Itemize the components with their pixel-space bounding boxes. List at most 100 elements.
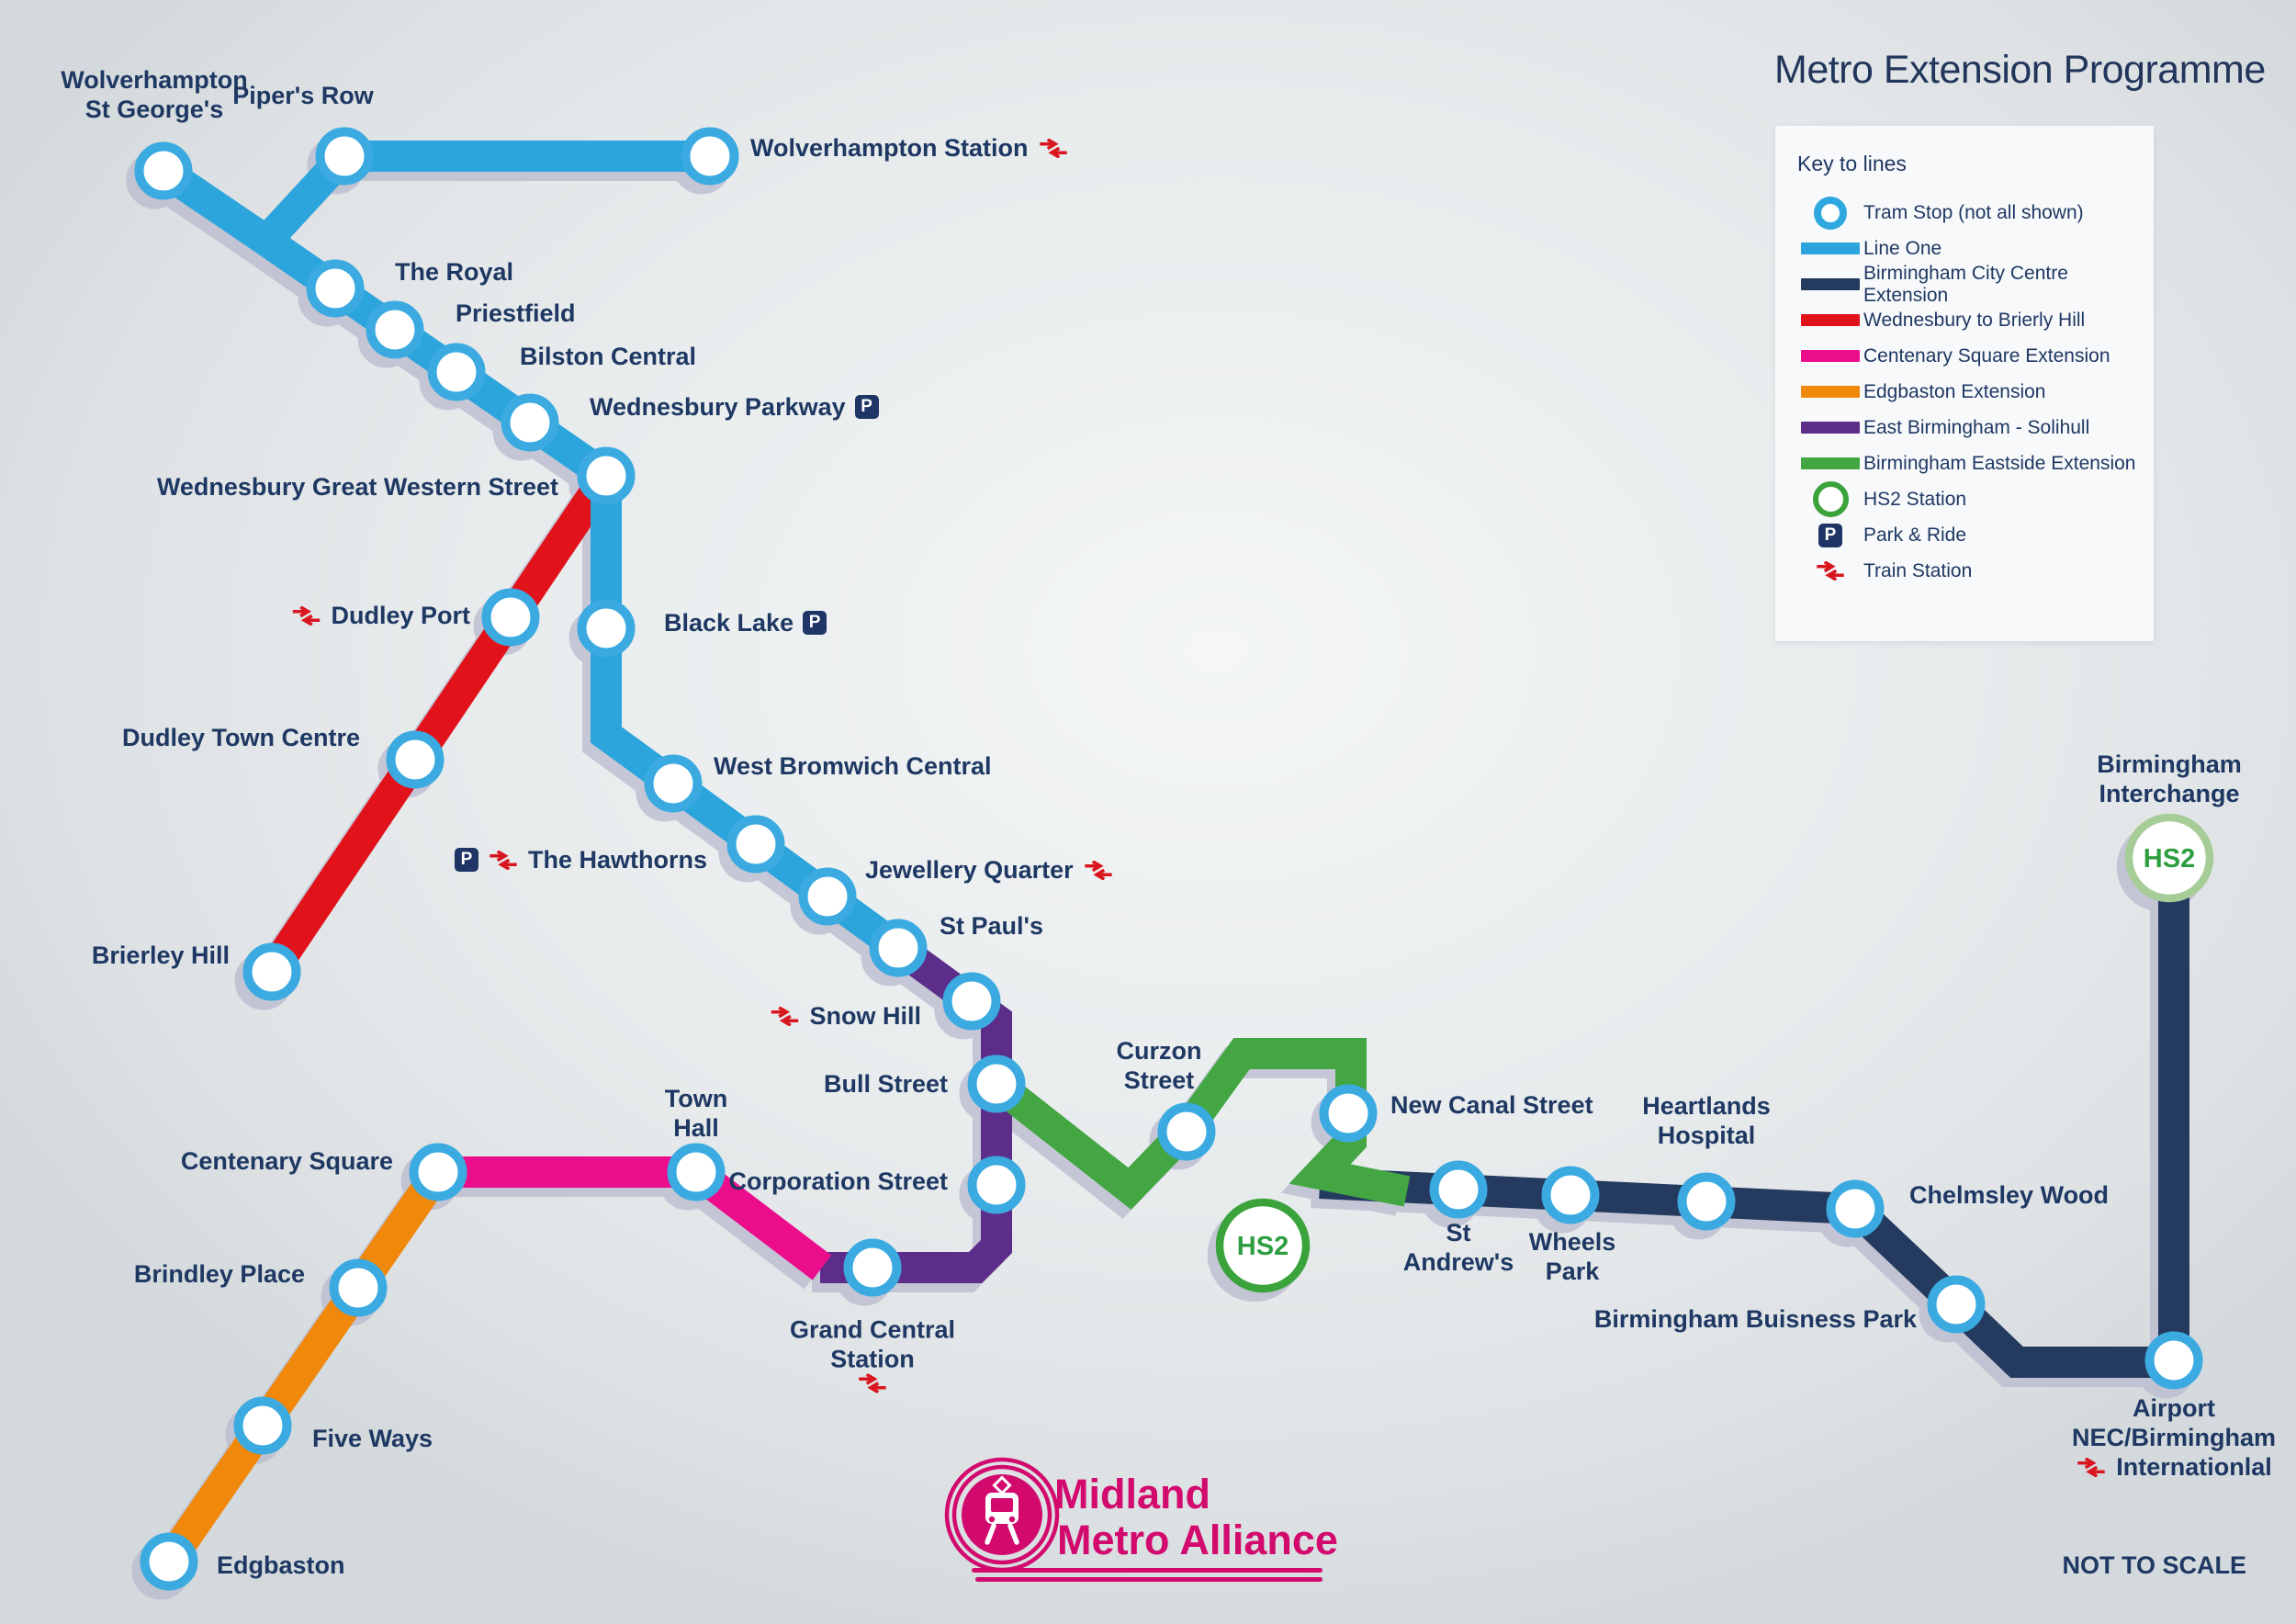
midland-metro-alliance-logo: Midland Metro Alliance [944, 1457, 1339, 1595]
legend-line-swatch [1801, 350, 1860, 362]
legend-swatch: P [1797, 523, 1863, 547]
logo-underline-1 [972, 1568, 1322, 1573]
legend-item-park-ride: P Park & Ride [1797, 517, 2137, 553]
birmingham-interchange-hs2-circle [2124, 813, 2214, 903]
tram-stop-icon [1814, 196, 1847, 230]
curzon-street-hs2-circle [1215, 1198, 1311, 1293]
legend-item-tram-stop-not-all-shown: Tram Stop (not all shown) [1797, 195, 2137, 231]
tram-in-circle-icon [944, 1457, 1060, 1573]
legend-line-swatch [1801, 314, 1860, 326]
tram-stop-chelmsley-wood [1826, 1179, 1885, 1238]
legend-line-swatch [1801, 386, 1860, 398]
birmingham-interchange-hs2-label: HS2 [2144, 844, 2195, 874]
tram-stop-dudley-town-centre [386, 730, 445, 789]
legend-item-hs2-station: HS2 Station [1797, 481, 2137, 517]
tram-stop-priestfield [366, 300, 424, 359]
tram-stop-birmingham-business-park [1927, 1275, 1986, 1334]
legend-line-swatch [1801, 242, 1860, 254]
legend-panel: Key to lines Tram Stop (not all shown) Li… [1775, 126, 2154, 641]
legend-swatch [1797, 196, 1863, 230]
tram-stop-wolverhampton-st-georges [134, 141, 193, 200]
tram-stop-west-bromwich-central [644, 754, 703, 813]
line-birmingham-city-centre-extension [1319, 861, 2189, 1378]
tram-stop-bull-street [967, 1054, 1026, 1113]
legend-item-label: Park & Ride [1863, 524, 1967, 546]
legend-item-label: Line One [1863, 237, 1942, 259]
tram-stop-edgbaston [140, 1532, 198, 1591]
tram-stop-st-pauls [869, 919, 928, 977]
tram-stop-five-ways [233, 1396, 292, 1455]
legend-item-label: Birmingham Eastside Extension [1863, 452, 2136, 474]
legend-item-label: Edgbaston Extension [1863, 380, 2046, 402]
park-and-ride-icon: P [1818, 523, 1842, 547]
tram-stop-airport [2144, 1331, 2203, 1390]
legend-item-wednesbury-to-brierly-hill: Wednesbury to Brierly Hill [1797, 302, 2137, 338]
train-station-icon [1817, 561, 1844, 581]
legend-item-birmingham-eastside-extension: Birmingham Eastside Extension [1797, 445, 2137, 481]
legend-swatch [1797, 561, 1863, 581]
line-edgbaston-extension [156, 1163, 451, 1571]
line-centenary-square-extension [438, 1156, 832, 1280]
legend-item-birmingham-city-centre-extension: Birmingham City Centre Extension [1797, 263, 2137, 306]
logo-underline-2 [975, 1577, 1322, 1582]
logo-text-line2: Metro Alliance [1057, 1517, 1338, 1563]
tram-stop-wolverhampton-station [681, 127, 739, 186]
legend-item-label: Centenary Square Extension [1863, 344, 2110, 367]
tram-stop-black-lake [577, 599, 636, 658]
legend-line-swatch [1801, 457, 1860, 469]
legend-line-swatch [1801, 422, 1860, 434]
legend-item-train-station: Train Station [1797, 553, 2137, 589]
tram-stop-brindley-place [329, 1258, 388, 1317]
tram-stop-corporation-street [967, 1156, 1026, 1214]
tram-stop-wednesbury-great-western-street [577, 446, 636, 505]
not-to-scale-note: NOT TO SCALE [2062, 1551, 2246, 1579]
legend-swatch [1797, 386, 1863, 398]
tram-stop-st-andrews [1429, 1160, 1488, 1219]
curzon-street-hs2-label: HS2 [1237, 1232, 1289, 1261]
legend-item-edgbaston-extension: Edgbaston Extension [1797, 374, 2137, 410]
legend-item-label: Tram Stop (not all shown) [1863, 201, 2084, 223]
tram-stop-heartlands-hospital [1677, 1172, 1736, 1231]
legend-item-label: Birmingham City Centre Extension [1863, 262, 2068, 306]
logo-text-line1: Midland [1054, 1471, 1210, 1517]
tram-stop-bilston-central [427, 343, 486, 401]
tram-stop-jewellery-quarter [798, 867, 857, 926]
tram-stop-pipers-row [315, 127, 374, 186]
line-wednesbury-to-brierly-hill [258, 467, 620, 981]
tram-stop-wednesbury-parkway [501, 393, 559, 452]
legend-item-line-one: Line One [1797, 231, 2137, 266]
legend-swatch [1797, 242, 1863, 254]
tram-stop-grand-central-station [843, 1238, 902, 1297]
hs2-station-icon [1812, 481, 1849, 517]
legend-swatch [1797, 481, 1863, 517]
legend-item-label: HS2 Station [1863, 488, 1967, 510]
legend-heading: Key to lines [1797, 152, 1907, 175]
tram-stop-the-royal [306, 259, 365, 318]
line-birmingham-eastside-extension [986, 1038, 1411, 1210]
tram-stop-new-canal-street [1319, 1084, 1378, 1143]
legend-swatch [1797, 457, 1863, 469]
page-title: Metro Extension Programme [1774, 48, 2266, 92]
legend-swatch [1797, 278, 1863, 290]
legend-item-centenary-square-extension: Centenary Square Extension [1797, 338, 2137, 374]
legend-item-label: East Birmingham - Solihull [1863, 416, 2090, 438]
tram-stops [134, 127, 2203, 1591]
legend-line-swatch [1801, 278, 1860, 290]
legend-item-label: Wednesbury to Brierly Hill [1863, 309, 2086, 331]
tram-stop-wheels-park [1541, 1166, 1600, 1224]
legend-item-east-birmingham-solihull: East Birmingham - Solihull [1797, 410, 2137, 445]
tram-stop-centenary-square [409, 1143, 467, 1201]
tram-stop-curzon-street [1157, 1102, 1216, 1161]
tram-stop-town-hall [667, 1143, 726, 1201]
tram-stop-dudley-port [481, 588, 540, 647]
legend-swatch [1797, 422, 1863, 434]
tram-stop-snow-hill [942, 972, 1001, 1031]
legend-swatch [1797, 314, 1863, 326]
legend-swatch [1797, 350, 1863, 362]
tram-stop-the-hawthorns [726, 815, 785, 874]
tram-stop-brierley-hill [242, 942, 301, 1001]
